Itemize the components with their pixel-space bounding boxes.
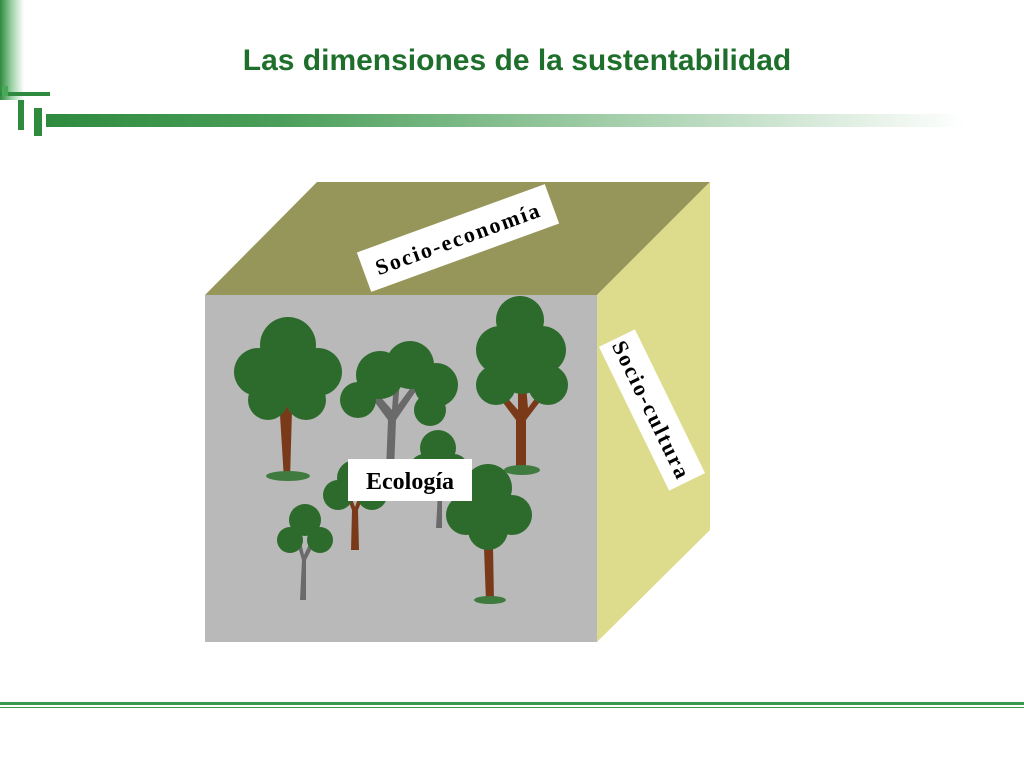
title-underline: [46, 114, 966, 127]
footer-rule-thin: [0, 707, 1024, 708]
ecologia-text: Ecología: [366, 469, 454, 495]
tree-icon: [277, 504, 333, 600]
tree-icon: [446, 464, 532, 604]
slide-title: Las dimensiones de la sustentabilidad: [242, 44, 792, 77]
tree-icon: [340, 341, 458, 470]
tree-icon: [476, 296, 568, 475]
footer-rule: [0, 702, 1024, 705]
tree-icon: [234, 317, 342, 481]
ecologia-label: Ecología: [348, 459, 472, 501]
